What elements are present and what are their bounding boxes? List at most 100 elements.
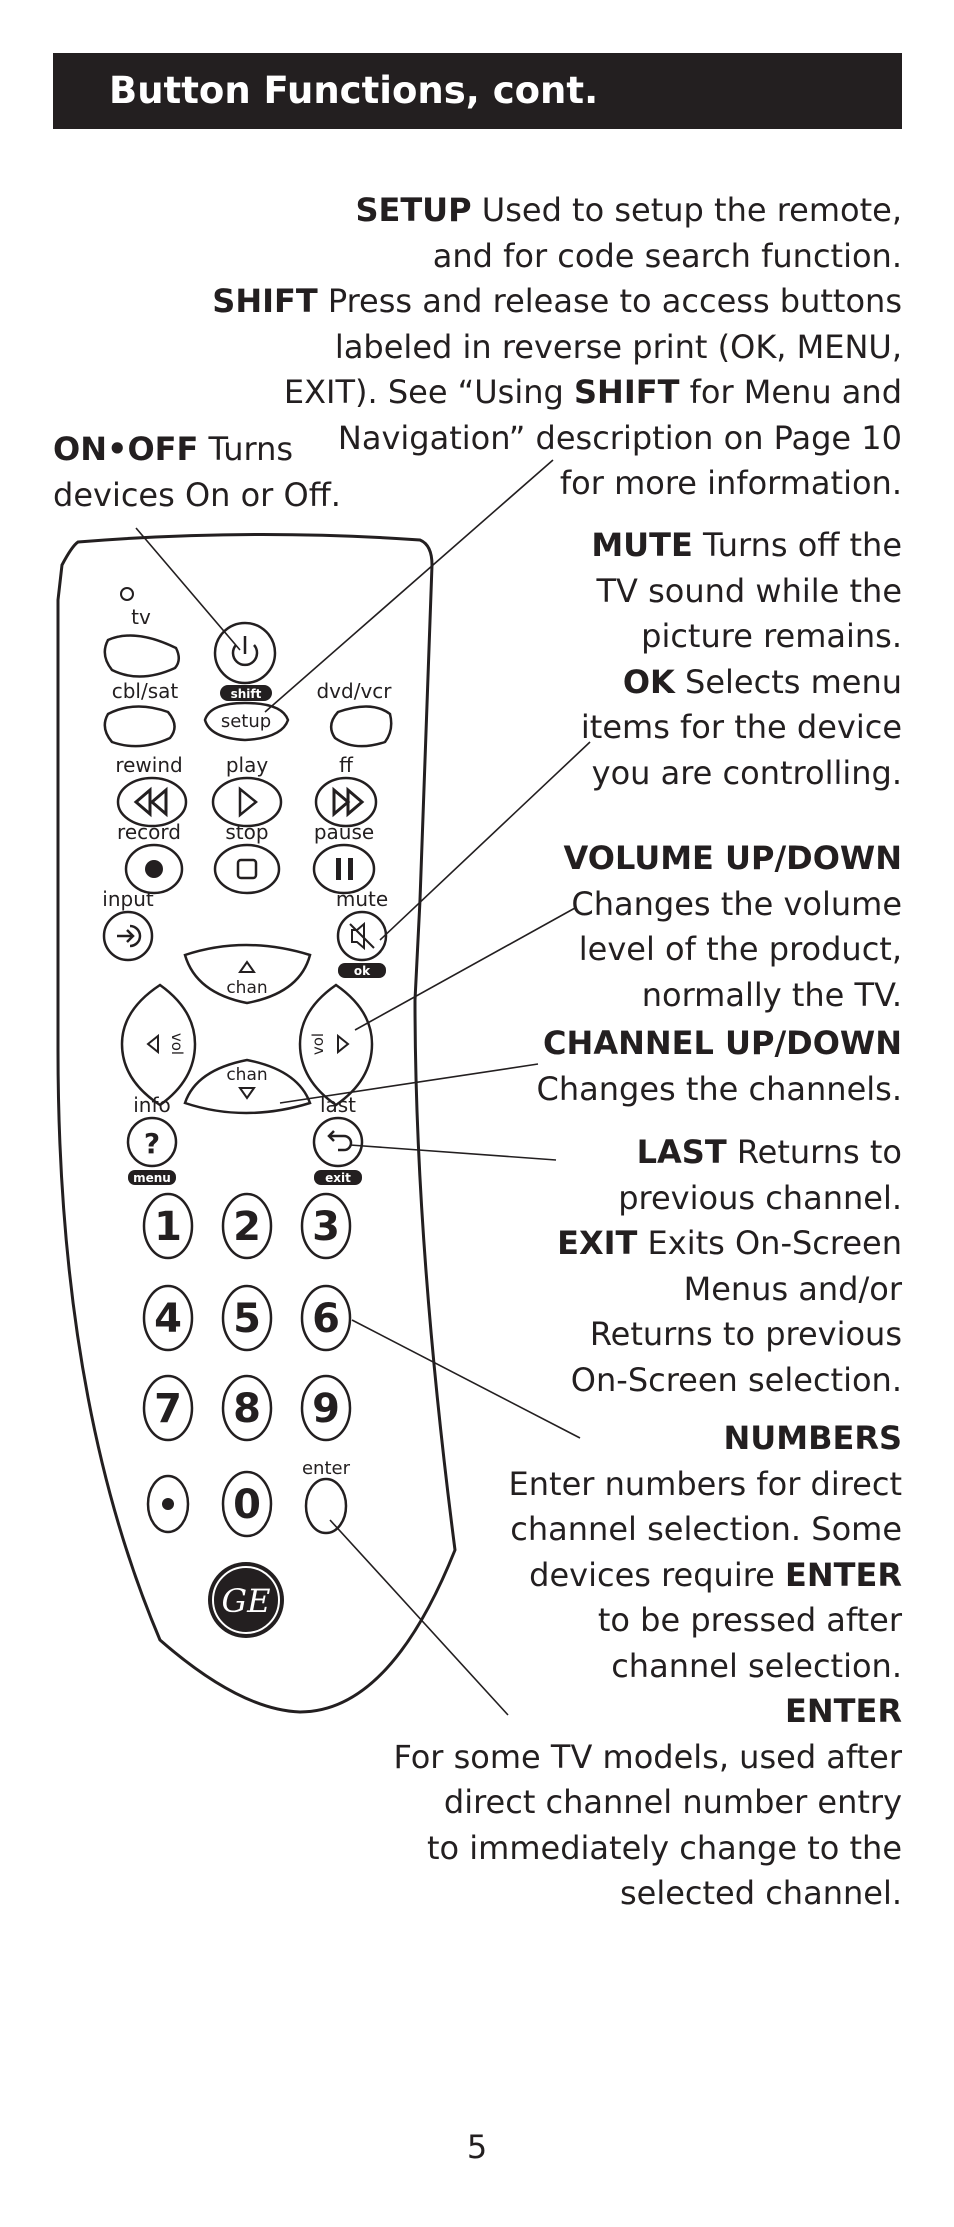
numbers-term: NUMBERS — [723, 1419, 902, 1457]
channel-description: CHANNEL UP/DOWN Changes the channels. — [536, 1024, 902, 1108]
stop-label: stop — [225, 820, 268, 844]
digit-3-label: 3 — [312, 1204, 340, 1250]
stop-icon — [236, 858, 258, 880]
last-term: LAST — [636, 1133, 727, 1171]
digit-9-label: 9 — [312, 1386, 340, 1432]
digit-4-button[interactable] — [142, 1284, 194, 1352]
last-exit-description: LAST Returns to previous channel. EXIT E… — [557, 1133, 902, 1399]
digit-2-button[interactable] — [221, 1192, 273, 1260]
section-header: Button Functions, cont. — [53, 53, 902, 129]
vol-up-label: vol — [309, 1033, 327, 1055]
shift-badge — [220, 685, 272, 701]
digit-2-label: 2 — [233, 1204, 261, 1250]
enter-term: ENTER — [785, 1692, 902, 1730]
pause-icon — [336, 858, 353, 880]
last-label: last — [320, 1093, 356, 1117]
setup-term: SETUP — [355, 191, 472, 229]
digit-7-button[interactable] — [142, 1374, 194, 1442]
volume-down-button[interactable] — [120, 983, 197, 1107]
volume-description: VOLUME UP/DOWN Changes the volume level … — [563, 839, 902, 1014]
exit-badge — [314, 1170, 362, 1185]
ge-logo-ring — [212, 1566, 280, 1634]
volume-term: VOLUME UP/DOWN — [563, 839, 902, 877]
dvd-vcr-button[interactable] — [329, 705, 393, 748]
ok-badge — [338, 963, 386, 978]
digit-7-label: 7 — [154, 1386, 182, 1432]
ok-label: ok — [354, 964, 371, 978]
volume-up-icon — [337, 1033, 350, 1055]
shift-term: SHIFT — [212, 282, 318, 320]
pause-label: pause — [314, 820, 374, 844]
volume-down-icon — [146, 1033, 159, 1055]
dot-button[interactable] — [146, 1474, 190, 1534]
vol-down-label: vol — [168, 1033, 186, 1055]
stop-button[interactable] — [213, 843, 281, 895]
power-icon — [231, 636, 259, 667]
rewind-button[interactable] — [116, 776, 188, 828]
mute-button[interactable] — [336, 910, 388, 962]
channel-down-button[interactable] — [183, 1058, 312, 1115]
digit-0-label: 0 — [233, 1482, 261, 1528]
info-label: info — [133, 1093, 171, 1117]
ff-label: ff — [339, 753, 354, 777]
channel-up-button[interactable] — [183, 943, 312, 1005]
enter-button[interactable] — [304, 1477, 348, 1535]
last-icon — [327, 1130, 353, 1152]
chan-up-label: chan — [226, 978, 267, 998]
callout-lines — [135, 459, 591, 1716]
page-number: 5 — [466, 2128, 488, 2166]
record-button[interactable] — [124, 843, 184, 895]
digit-6-button[interactable] — [300, 1284, 352, 1352]
remote-body-outline — [56, 532, 457, 1714]
input-button[interactable] — [102, 910, 154, 962]
onoff-term: ON•OFF — [53, 430, 199, 468]
setup-label: setup — [221, 711, 271, 732]
digit-6-label: 6 — [312, 1296, 340, 1342]
channel-term: CHANNEL UP/DOWN — [543, 1024, 902, 1062]
digit-5-label: 5 — [233, 1296, 261, 1342]
digit-9-button[interactable] — [300, 1374, 352, 1442]
info-button[interactable] — [126, 1116, 178, 1168]
numbers-enter-description: NUMBERS Enter numbers for direct channel… — [393, 1419, 902, 1912]
record-icon — [145, 860, 163, 878]
digit-1-label: 1 — [154, 1204, 182, 1250]
menu-badge — [128, 1170, 176, 1185]
digit-8-button[interactable] — [221, 1374, 273, 1442]
setup-button[interactable] — [203, 701, 290, 742]
digit-0-button[interactable] — [221, 1470, 273, 1538]
tv-button[interactable] — [103, 634, 180, 678]
power-button[interactable] — [213, 621, 277, 685]
play-icon — [238, 786, 258, 818]
pause-button[interactable] — [312, 843, 376, 895]
mute-ok-description: MUTE Turns off the TV sound while the pi… — [580, 526, 902, 792]
digit-3-button[interactable] — [300, 1192, 352, 1260]
dvd-vcr-label: dvd/vcr — [316, 679, 392, 703]
input-icon — [117, 924, 142, 948]
cbl-sat-button[interactable] — [103, 705, 176, 748]
setup-shift-description: SETUP Used to setup the remote, and for … — [212, 191, 902, 502]
mute-label: mute — [336, 887, 388, 911]
volume-up-button[interactable] — [298, 983, 374, 1107]
info-icon: ? — [144, 1127, 160, 1160]
input-label: input — [102, 887, 154, 911]
tv-label: tv — [131, 605, 151, 629]
channel-down-icon — [238, 1087, 256, 1100]
record-label: record — [117, 820, 181, 844]
tv-indicator-light — [120, 587, 134, 601]
fast-forward-button[interactable] — [314, 776, 378, 828]
digit-4-label: 4 — [154, 1296, 182, 1342]
fast-forward-icon — [332, 786, 365, 818]
enter-label: enter — [302, 1458, 351, 1479]
chan-down-label: chan — [226, 1065, 267, 1085]
section-title: Button Functions, cont. — [109, 69, 599, 112]
ge-logo — [208, 1562, 284, 1638]
play-button[interactable] — [211, 776, 283, 828]
digit-5-button[interactable] — [221, 1284, 273, 1352]
last-button[interactable] — [312, 1116, 364, 1168]
ge-logo-text: GE — [222, 1582, 271, 1620]
digit-8-label: 8 — [233, 1386, 261, 1432]
digit-1-button[interactable] — [142, 1192, 194, 1260]
play-label: play — [226, 753, 269, 777]
exit-label: exit — [325, 1171, 351, 1185]
